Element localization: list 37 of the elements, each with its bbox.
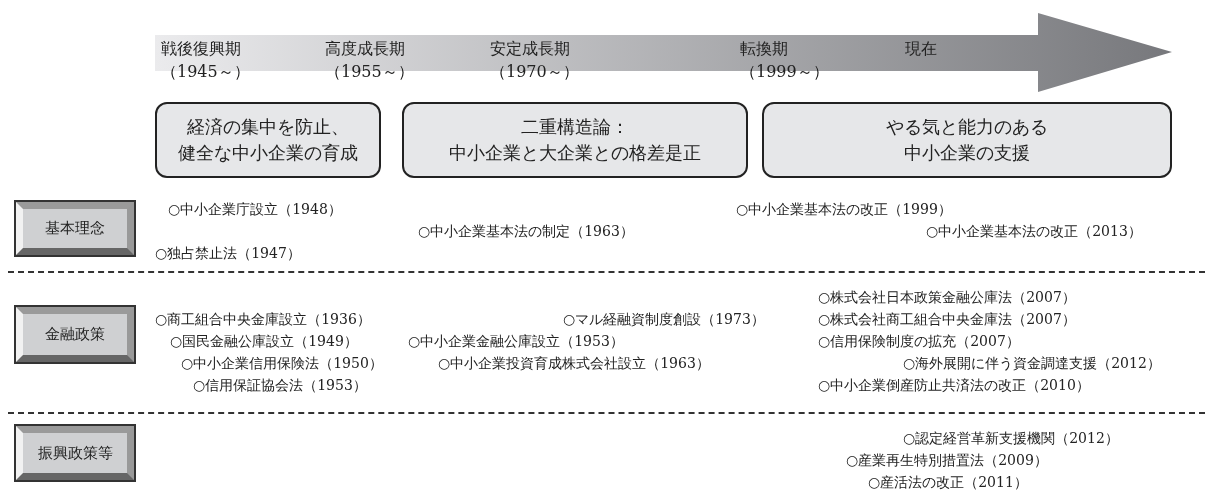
policy-item: ○中小企業庁設立（1948） — [168, 200, 342, 219]
policy-item: ○中小企業基本法の改正（2013） — [926, 222, 1142, 241]
policy-item: ○産業再生特別措置法（2009） — [846, 451, 1048, 470]
category-box: 振興政策等 — [14, 424, 136, 482]
policy-item: ○中小企業基本法の改正（1999） — [736, 200, 952, 219]
theme-box — [155, 102, 381, 178]
theme-box — [762, 102, 1172, 178]
timeline-arrow — [155, 13, 1173, 93]
theme-text: 二重構造論： — [521, 115, 629, 139]
policy-item: ○海外展開に伴う資金調達支援（2012） — [903, 354, 1161, 373]
policy-item: ○中小企業倒産防止共済法の改正（2010） — [818, 376, 1090, 395]
policy-item: ○産活法の改正（2011） — [868, 473, 1028, 492]
policy-item: ○中小企業投資育成株式会社設立（1963） — [438, 354, 710, 373]
policy-item: ○中小企業信用保険法（1950） — [181, 354, 383, 373]
policy-item: ○認定経営革新支援機関（2012） — [903, 429, 1119, 448]
policy-item: ○信用保証協会法（1953） — [193, 376, 367, 395]
policy-item: ○国民金融公庫設立（1949） — [170, 332, 358, 351]
category-box: 基本理念 — [14, 200, 136, 257]
theme-text: 健全な中小企業の育成 — [178, 141, 358, 165]
period-label: 高度成長期（1955～） — [325, 38, 415, 83]
period-label: 転換期（1999～） — [740, 38, 830, 83]
theme-text: 中小企業と大企業との格差是正 — [449, 141, 701, 165]
policy-item: ○信用保険制度の拡充（2007） — [818, 332, 1020, 351]
theme-text: 経済の集中を防止、 — [187, 115, 349, 139]
period-label: 現在 — [905, 38, 938, 60]
policy-item: ○商工組合中央金庫設立（1936） — [155, 310, 371, 329]
policy-item: ○中小企業金融公庫設立（1953） — [408, 332, 624, 351]
period-label: 戦後復興期（1945～） — [161, 38, 251, 83]
category-box: 金融政策 — [14, 305, 136, 364]
theme-text: やる気と能力のある中小企業の支援 — [885, 115, 1049, 165]
period-label: 安定成長期（1970～） — [490, 38, 580, 83]
policy-item: ○中小企業基本法の制定（1963） — [418, 222, 634, 241]
theme-box — [402, 102, 748, 178]
policy-item: ○株式会社日本政策金融公庫法（2007） — [818, 288, 1076, 307]
policy-item: ○独占禁止法（1947） — [155, 244, 301, 263]
policy-item: ○マル経融資制度創設（1973） — [563, 310, 765, 329]
policy-item: ○株式会社商工組合中央金庫法（2007） — [818, 310, 1076, 329]
